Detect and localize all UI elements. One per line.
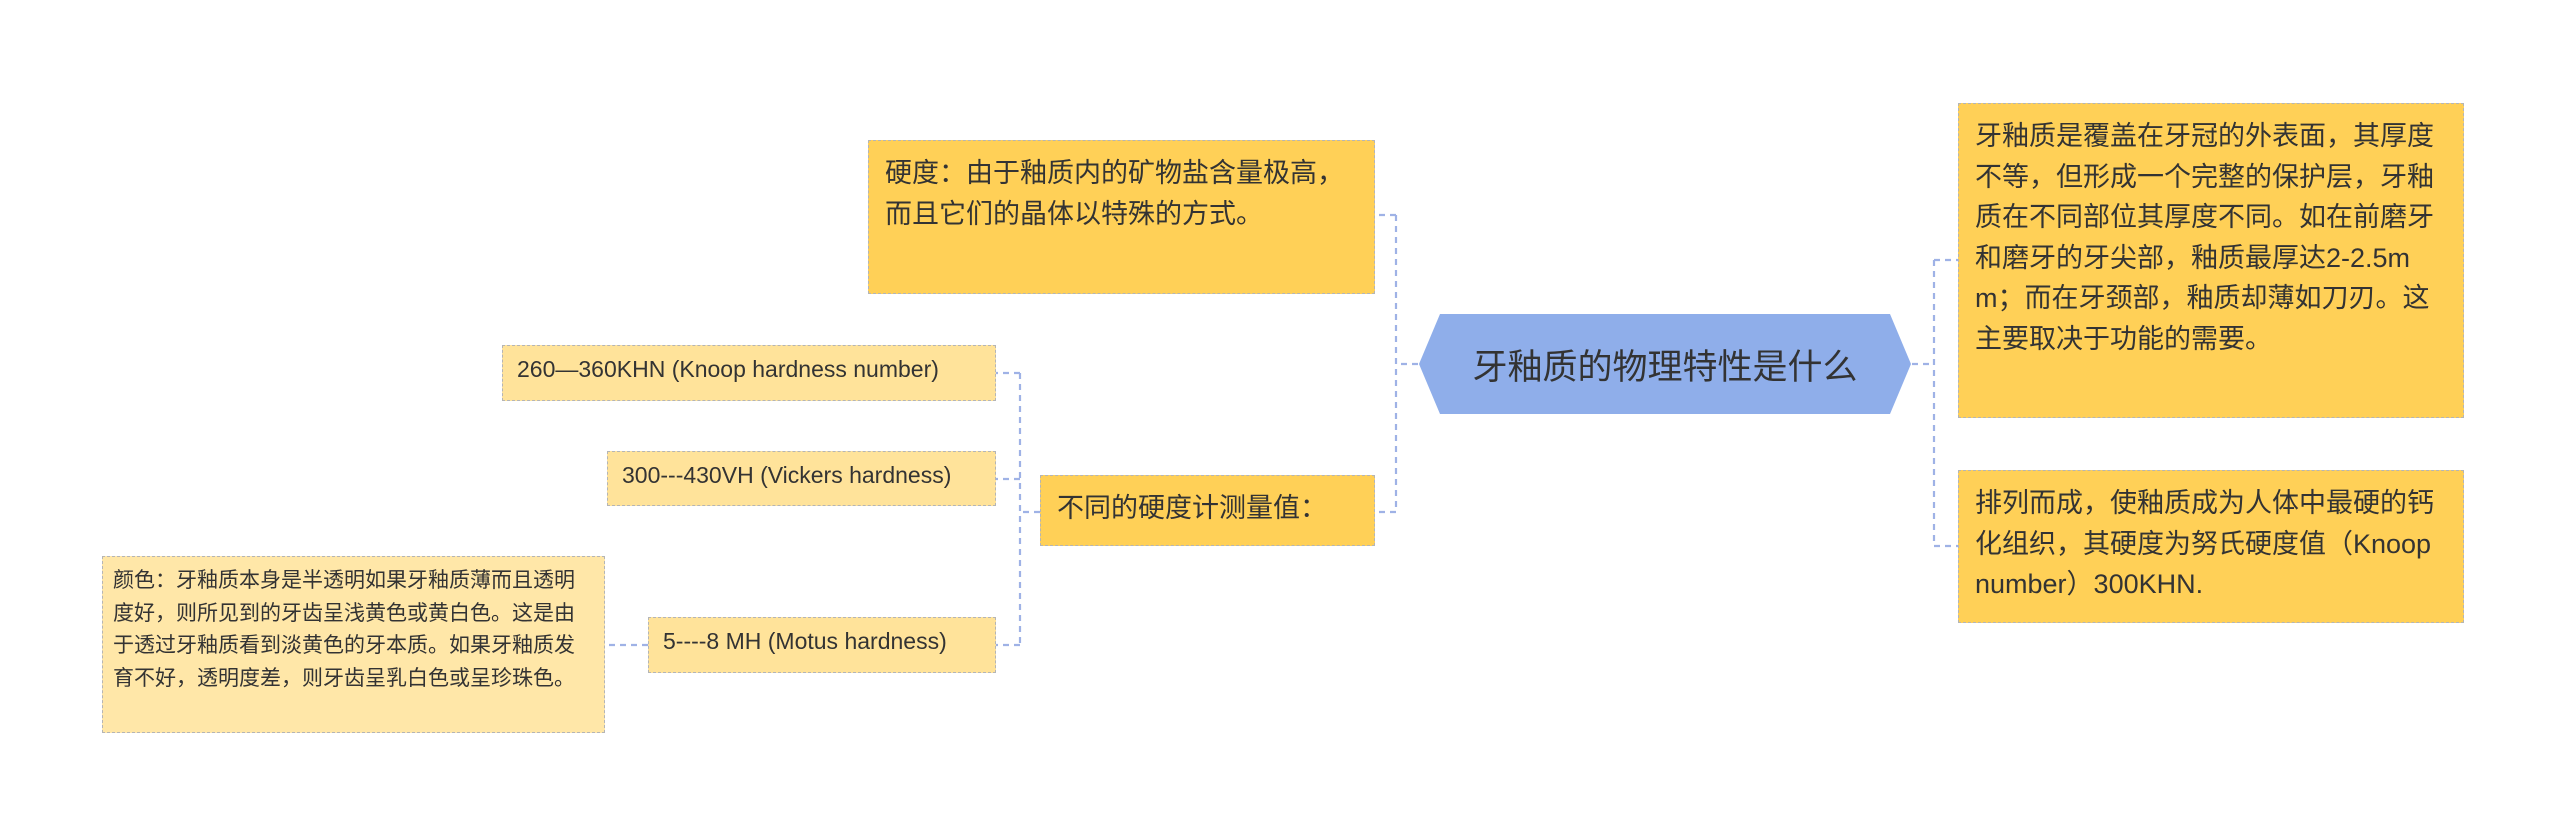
central-topic-hexagon: [1419, 314, 1911, 414]
motus-node[interactable]: 5----8 MH (Motus hardness): [648, 617, 996, 673]
arrangement-node[interactable]: 排列而成，使釉质成为人体中最硬的钙化组织，其硬度为努氏硬度值（Knoop num…: [1958, 470, 2464, 623]
central-topic-shape: [1419, 314, 1911, 414]
central-topic-label: 牙釉质的物理特性是什么: [1472, 347, 1858, 387]
arrangement-text: 排列而成，使釉质成为人体中最硬的钙化组织，其硬度为努氏硬度值（Knoop num…: [1975, 488, 2434, 599]
vickers-text: 300---430VH (Vickers hardness): [622, 462, 952, 488]
measures-text: 不同的硬度计测量值：: [1057, 493, 1327, 523]
motus-text: 5----8 MH (Motus hardness): [663, 628, 947, 654]
measures-node[interactable]: 不同的硬度计测量值：: [1040, 475, 1375, 546]
knoop-node[interactable]: 260—360KHN (Knoop hardness number): [502, 345, 996, 401]
central-topic[interactable]: 牙釉质的物理特性是什么: [1418, 313, 1912, 415]
thickness-node[interactable]: 牙釉质是覆盖在牙冠的外表面，其厚度不等，但形成一个完整的保护层，牙釉质在不同部位…: [1958, 103, 2464, 418]
color-note-node[interactable]: 颜色：牙釉质本身是半透明如果牙釉质薄而且透明度好，则所见到的牙齿呈浅黄色或黄白色…: [102, 556, 605, 733]
vickers-node[interactable]: 300---430VH (Vickers hardness): [607, 451, 996, 506]
knoop-text: 260—360KHN (Knoop hardness number): [517, 356, 939, 382]
hardness-text: 硬度：由于釉质内的矿物盐含量极高，而且它们的晶体以特殊的方式。: [885, 158, 1344, 229]
thickness-text: 牙釉质是覆盖在牙冠的外表面，其厚度不等，但形成一个完整的保护层，牙釉质在不同部位…: [1975, 121, 2434, 354]
hardness-node[interactable]: 硬度：由于釉质内的矿物盐含量极高，而且它们的晶体以特殊的方式。: [868, 140, 1375, 294]
color-note-text: 颜色：牙釉质本身是半透明如果牙釉质薄而且透明度好，则所见到的牙齿呈浅黄色或黄白色…: [113, 569, 575, 690]
